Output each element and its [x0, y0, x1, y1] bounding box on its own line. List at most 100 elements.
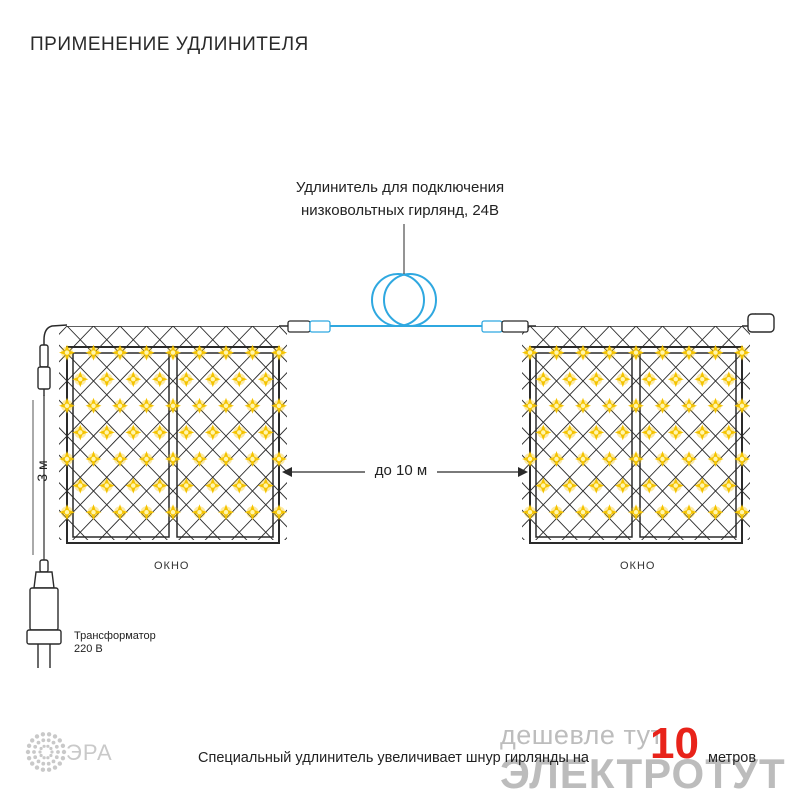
led-star	[59, 344, 75, 361]
led-star	[654, 397, 671, 414]
led-star	[628, 504, 644, 521]
net-line	[561, 344, 750, 540]
extension-cable	[330, 273, 482, 327]
extension-label-line-2: низковольтных гирлянд, 24В	[300, 202, 500, 219]
led-star	[165, 344, 181, 361]
led-star	[720, 477, 737, 494]
led-star	[734, 504, 750, 521]
led-star	[535, 424, 552, 441]
led-star	[601, 397, 618, 414]
left-extension-connector-icon	[287, 320, 331, 333]
led-star	[548, 504, 565, 521]
led-star	[588, 371, 605, 388]
page-title: ПРИМЕНЕНИЕ УДЛИНИТЕЛЯ	[30, 34, 309, 55]
net-line	[522, 326, 690, 500]
net-line	[522, 537, 525, 540]
led-star	[257, 477, 274, 494]
net-line	[769, 326, 800, 546]
led-star	[548, 397, 565, 414]
led-star	[588, 424, 605, 441]
led-star	[575, 344, 591, 361]
led-star	[138, 344, 155, 361]
led-star	[85, 344, 102, 361]
led-star	[231, 424, 248, 441]
net-line	[306, 326, 518, 546]
led-star	[72, 477, 89, 494]
power-cable-length-label: 3 м	[34, 460, 50, 482]
led-star	[575, 397, 591, 414]
led-star	[151, 424, 168, 441]
led-star	[588, 477, 605, 494]
distance-label: до 10 м	[365, 462, 437, 479]
led-star	[231, 371, 248, 388]
right-window-label: ОКНО	[620, 560, 656, 572]
net-line	[59, 326, 174, 445]
net-line	[125, 372, 287, 540]
led-star	[244, 504, 261, 521]
led-star	[561, 477, 578, 494]
led-star	[112, 397, 128, 414]
led-star	[178, 371, 195, 388]
net-line	[522, 326, 663, 473]
net-line	[688, 326, 750, 390]
net-line	[225, 326, 287, 390]
led-star	[191, 504, 208, 521]
led-star	[112, 451, 128, 467]
led-star	[204, 371, 221, 388]
led-star	[707, 344, 724, 361]
net-line	[59, 326, 227, 500]
led-star	[271, 451, 287, 467]
led-star	[667, 371, 684, 388]
footer-caption: Специальный удлинитель увеличивает шнур …	[198, 750, 589, 766]
extension-cable-label: Удлинитель для подключения низковольтных…	[250, 176, 550, 222]
led-star	[98, 477, 115, 494]
led-lights	[59, 344, 750, 521]
led-star	[125, 477, 142, 494]
led-star	[85, 504, 102, 521]
led-star	[601, 344, 618, 361]
led-star	[244, 344, 261, 361]
net-line	[522, 326, 610, 418]
led-star	[601, 451, 618, 467]
net-line	[522, 454, 605, 540]
led-star	[561, 424, 578, 441]
end-cap-icon	[742, 313, 775, 333]
led-star	[138, 397, 155, 414]
net-line	[231, 482, 287, 540]
power-connector-icon	[37, 344, 51, 396]
net-line	[332, 326, 544, 546]
led-star	[204, 424, 221, 441]
net-line	[59, 326, 200, 473]
led-star	[59, 451, 75, 467]
led-star	[601, 504, 618, 521]
led-star	[681, 397, 697, 414]
led-star	[667, 477, 684, 494]
led-star	[178, 477, 195, 494]
led-star	[654, 344, 671, 361]
net-line	[204, 454, 287, 540]
led-star	[628, 344, 644, 361]
net-line	[522, 326, 637, 445]
led-star	[59, 397, 75, 414]
net-line	[588, 372, 750, 540]
net-line	[535, 326, 743, 540]
led-star	[218, 504, 234, 521]
net-line	[662, 326, 750, 418]
net-line	[522, 326, 584, 390]
led-star	[59, 504, 75, 521]
led-star	[125, 371, 142, 388]
right-extension-connector-icon	[481, 320, 529, 333]
net-line	[747, 537, 750, 540]
led-star	[681, 451, 697, 467]
net-line	[641, 427, 750, 540]
led-star	[641, 371, 658, 388]
led-star	[85, 397, 102, 414]
led-star	[734, 344, 750, 361]
net-line	[72, 326, 280, 540]
led-star	[204, 477, 221, 494]
transformer-icon	[26, 559, 62, 668]
net-line	[284, 537, 287, 540]
net-line	[59, 537, 62, 540]
led-star	[628, 451, 644, 467]
